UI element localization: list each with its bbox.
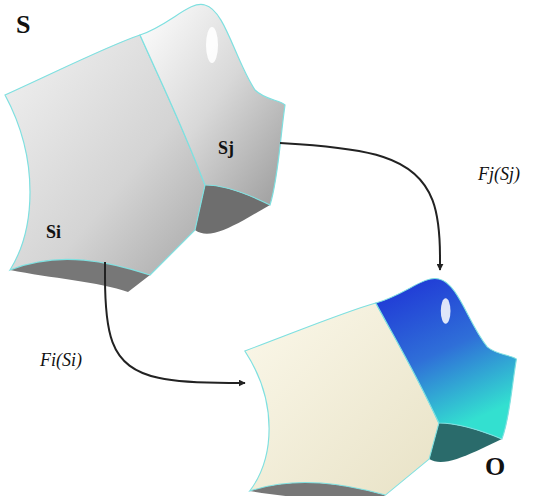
mapping-label: Fj(Sj) (476, 164, 522, 185)
surface-label: O (485, 452, 505, 482)
surface-label: Si (46, 222, 61, 243)
patch-right (376, 278, 517, 439)
surface-region: O (245, 270, 535, 492)
patch-region: Sj (210, 135, 280, 165)
surface-o (245, 278, 517, 496)
highlight (441, 298, 451, 324)
surface-region: S Si Sj (0, 0, 290, 280)
surface-s (5, 4, 285, 292)
highlight (206, 27, 218, 63)
mapping-arrow (280, 143, 440, 270)
patch-region: Si (40, 220, 110, 262)
patch-right (140, 4, 285, 205)
mapping-arrow (105, 262, 245, 383)
mapping-label: Fi(Si) (38, 350, 84, 371)
surface-label: Sj (218, 138, 234, 159)
surface-label: S (16, 10, 30, 40)
